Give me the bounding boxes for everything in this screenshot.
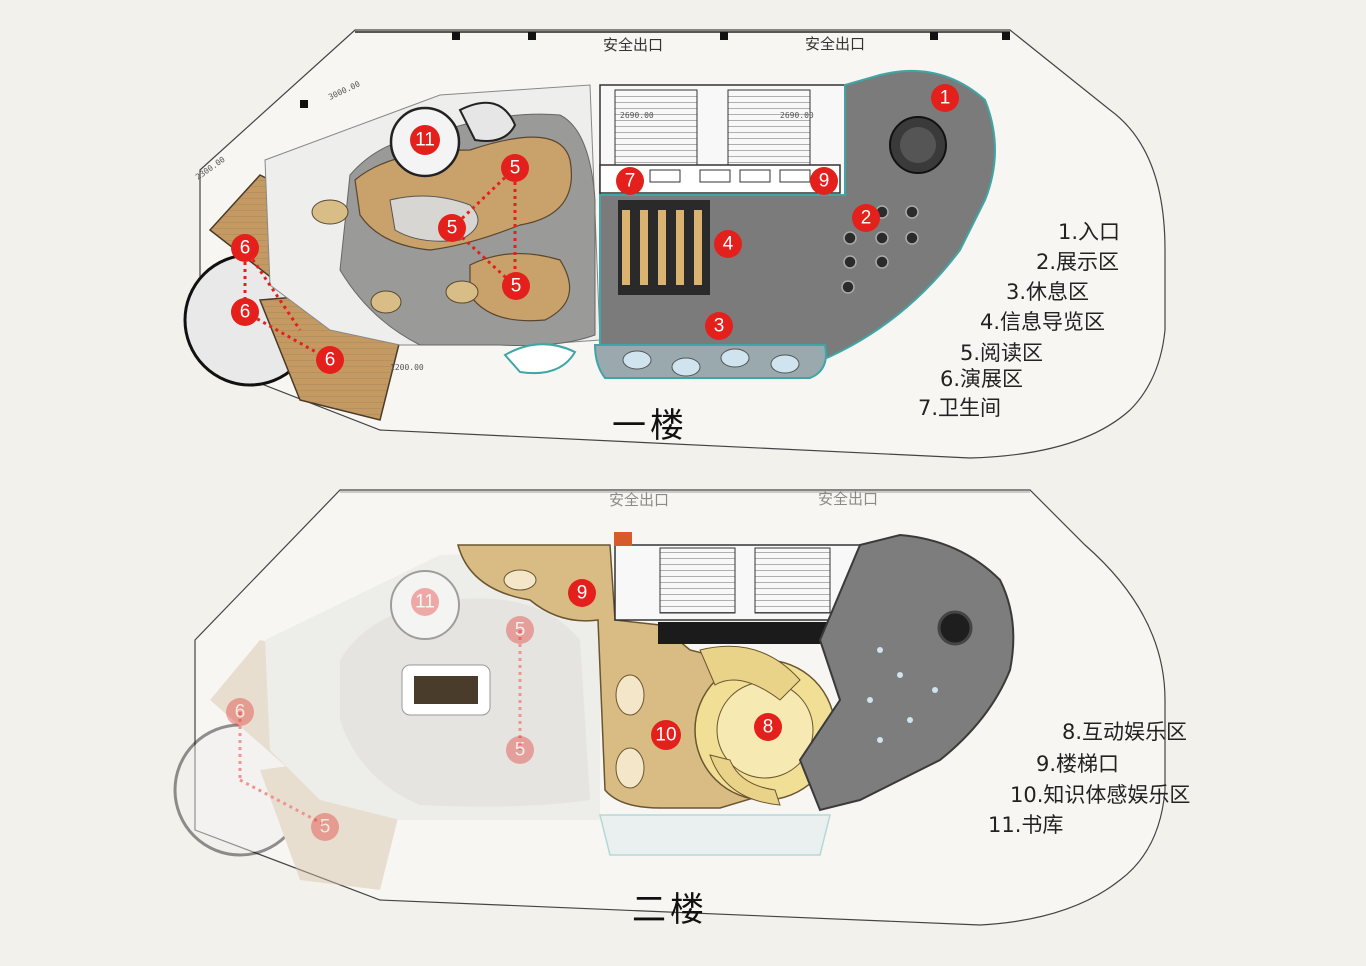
legend-item: 8.互动娱乐区 (1062, 720, 1188, 744)
svg-text:11: 11 (415, 130, 435, 151)
svg-text:7: 7 (625, 171, 636, 192)
black-counter-2 (658, 622, 838, 644)
exit-label-f2-right: 安全出口 (818, 490, 879, 508)
marker-2: 2 (852, 204, 880, 232)
knowledge-pods-2 (503, 569, 645, 789)
svg-text:1200.00: 1200.00 (390, 363, 424, 372)
rest-pods-1 (622, 348, 800, 377)
exit-label-f1-right: 安全出口 (805, 35, 866, 53)
screen-2 (414, 676, 478, 704)
marker-6a: 6 (231, 234, 259, 262)
marker-5a: 5 (501, 154, 529, 182)
marker-9: 9 (810, 167, 838, 195)
floor-1-title: 一楼 (612, 406, 688, 446)
dome-2 (937, 610, 973, 646)
legend-item: 1.入口 (1058, 220, 1121, 244)
svg-text:5: 5 (510, 158, 521, 179)
floor-2-title: 二楼 (632, 890, 708, 930)
columns-1 (300, 32, 1010, 108)
marker-6c: 6 (316, 346, 344, 374)
marker-3: 3 (705, 312, 733, 340)
marker-5b: 5 (438, 214, 466, 242)
legend-item: 6.演展区 (940, 367, 1024, 391)
sightlines-1 (243, 166, 517, 362)
legend-item: 9.楼梯口 (1036, 752, 1120, 776)
marker-9-f2: 9 (568, 579, 596, 607)
svg-text:2690.00: 2690.00 (620, 111, 654, 120)
svg-text:2: 2 (861, 208, 872, 229)
exit-label-f2-left: 安全出口 (609, 491, 670, 509)
stair-core-right-1 (727, 89, 811, 166)
legend-item: 5.阅读区 (960, 341, 1044, 365)
floor-1-markers: 1 2 3 4 5 5 5 6 6 6 7 9 11 (231, 84, 959, 374)
marker-5c: 5 (502, 272, 530, 300)
svg-text:5: 5 (515, 740, 526, 761)
svg-text:10: 10 (655, 725, 676, 746)
svg-text:3: 3 (714, 316, 725, 337)
svg-text:1: 1 (940, 88, 951, 109)
exit-label-f1-left: 安全出口 (603, 36, 664, 54)
svg-text:8: 8 (763, 717, 774, 738)
legend-item: 3.休息区 (1006, 280, 1090, 304)
marker-11: 11 (410, 125, 440, 155)
legend-item: 4.信息导览区 (980, 310, 1106, 334)
svg-text:4: 4 (723, 234, 734, 255)
legend-item: 7.卫生间 (918, 396, 1002, 420)
marker-8: 8 (754, 713, 782, 741)
legend-item: 11.书库 (988, 813, 1064, 837)
marker-10: 10 (651, 720, 681, 750)
marker-1: 1 (931, 84, 959, 112)
stair-core-left-1 (614, 89, 698, 166)
faded-markers-2: 11 5 5 6 5 (226, 588, 534, 841)
svg-text:6: 6 (240, 238, 251, 259)
marker-6b: 6 (231, 298, 259, 326)
floor-2-plan (173, 489, 1166, 926)
svg-text:9: 9 (577, 583, 588, 604)
svg-text:2690.00: 2690.00 (780, 111, 814, 120)
floor-dots-2 (867, 647, 938, 743)
legend-item: 2.展示区 (1036, 250, 1120, 274)
marker-4: 4 (714, 230, 742, 258)
svg-text:9: 9 (819, 171, 830, 192)
svg-text:6: 6 (235, 702, 246, 723)
entertainment-floor-2 (798, 533, 1015, 812)
svg-text:11: 11 (415, 592, 435, 613)
rest-band-1 (593, 344, 827, 379)
svg-text:5: 5 (320, 817, 331, 838)
svg-text:5: 5 (511, 276, 522, 297)
marker-7: 7 (616, 167, 644, 195)
legend-item: 10.知识体感娱乐区 (1010, 783, 1191, 807)
svg-text:6: 6 (325, 350, 336, 371)
svg-text:6: 6 (240, 302, 251, 323)
floor-2-markers: 8 9 10 11 5 5 6 5 (226, 579, 782, 841)
floor-1-plan: 2300.00 3000.00 2690.00 2690.00 1200.00 (183, 29, 1166, 459)
svg-text:5: 5 (515, 620, 526, 641)
svg-text:5: 5 (447, 218, 458, 239)
